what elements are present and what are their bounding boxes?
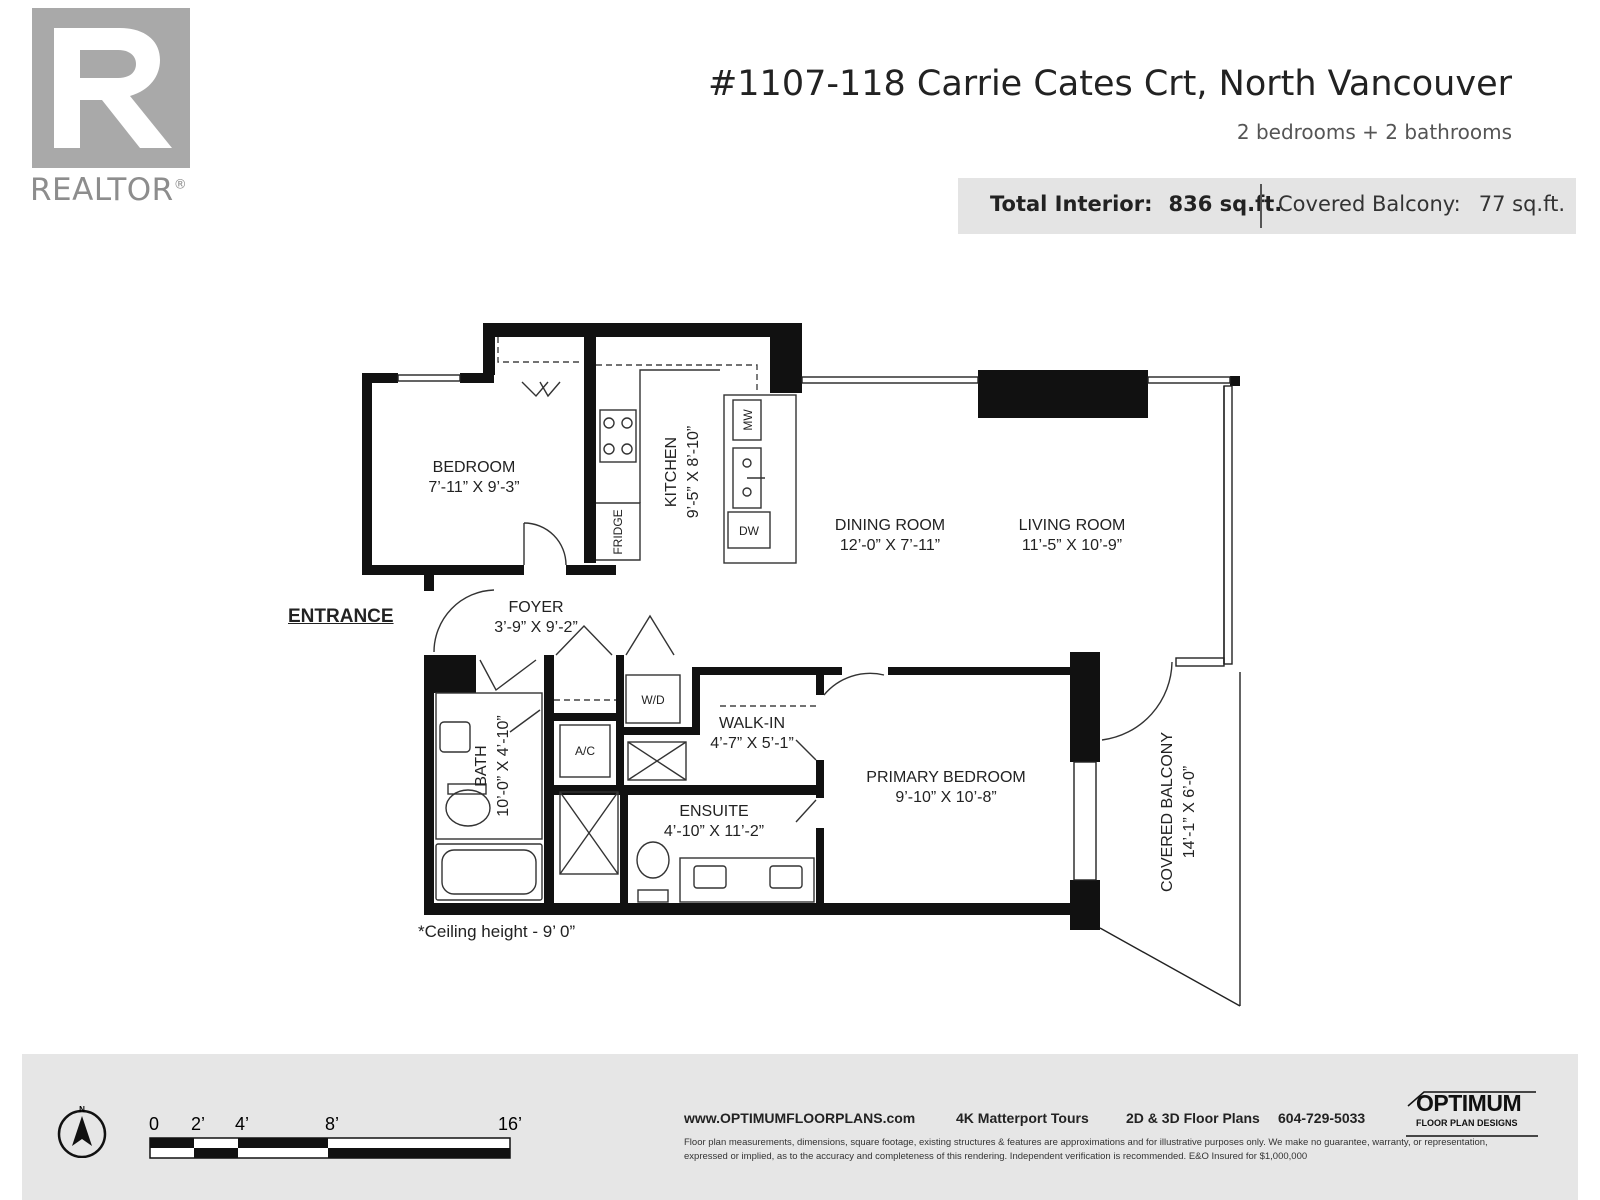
kitchen-name: KITCHEN [663,437,680,507]
area-divider [1260,184,1262,228]
walkin-name: WALK-IN [719,715,785,732]
website-link[interactable]: www.OPTIMUMFLOORPLANS.com [684,1110,916,1126]
service-floor-plans: 2D & 3D Floor Plans [1126,1110,1260,1126]
ensuite-dims: 4’-10” X 11’-2” [664,823,764,840]
scale-tick-2: 2’ [191,1114,205,1134]
bath-name: BATH [473,745,490,786]
balcony-area-value: 77 sq.ft. [1478,192,1566,216]
living-dims: 11’-5” X 10’-9” [1022,537,1122,554]
disclaimer-text: Floor plan measurements, dimensions, squ… [684,1137,1488,1162]
optimum-logo-icon [1406,1091,1538,1137]
covered-balcony-area: Covered Balcony: 77 sq.ft. [1278,192,1565,216]
entrance-label: ENTRANCE [288,606,394,627]
kitchen-dims: 9’-5” X 8’-10” [685,426,702,518]
doors [433,381,1173,823]
realtor-wordmark: REALTOR® [30,172,188,208]
footer-band: N 0 2’ 4’ 8’ 16’ www.OPTIMUMFLOORPLANS.c… [22,1054,1578,1200]
room-labels: BEDROOM 7’-11” X 9’-3” KITCHEN 9’-5” X 8… [428,426,1198,892]
optimum-logo-word: OPTIMUM [1416,1090,1522,1116]
fixture-labels: MW DW FRIDGE W/D A/C [575,409,760,758]
foyer-dims: 3’-9” X 9’-2” [494,619,578,636]
washer-dryer-label: W/D [641,693,665,707]
north-label: N [79,1106,85,1114]
primary-bedroom-name: PRIMARY BEDROOM [866,769,1025,786]
floor-plan: BEDROOM 7’-11” X 9’-3” KITCHEN 9’-5” X 8… [362,323,1241,1007]
dishwasher-label: DW [739,524,760,538]
listing-subtitle: 2 bedrooms + 2 bathrooms [1236,120,1512,144]
bedroom-dims: 7’-11” X 9’-3” [428,479,519,496]
north-arrow-icon: N [57,1106,107,1158]
scale-tick-16: 16’ [498,1114,522,1134]
scale-tick-8: 8’ [325,1114,339,1134]
total-interior: Total Interior: 836 sq.ft. [990,192,1282,216]
phone-number: 604-729-5033 [1278,1110,1366,1126]
balcony-dims: 14’-1” X 6’-0” [1181,766,1198,858]
fridge-label: FRIDGE [611,509,625,554]
scale-bar: 0 2’ 4’ 8’ 16’ [149,1114,522,1159]
scale-tick-4: 4’ [235,1114,249,1134]
service-matterport: 4K Matterport Tours [956,1110,1089,1126]
walkin-dims: 4’-7” X 5’-1” [710,735,794,752]
primary-bedroom-dims: 9’-10” X 10’-8” [895,789,996,806]
optimum-logo-sub: FLOOR PLAN DESIGNS [1416,1118,1518,1128]
dining-name: DINING ROOM [835,517,945,534]
windows [397,374,1241,1007]
area-summary-bar: Total Interior: 836 sq.ft. Covered Balcon… [958,178,1576,234]
balcony-name: COVERED BALCONY [1159,732,1176,892]
bedroom-name: BEDROOM [433,459,516,476]
closet-dashes [497,337,816,707]
ensuite-name: ENSUITE [679,803,748,820]
bath-dims: 10’-0” X 4’-10” [495,715,512,816]
ceiling-height-note: *Ceiling height - 9’ 0” [418,922,576,941]
dining-dims: 12’-0” X 7’-11” [840,537,940,554]
living-name: LIVING ROOM [1019,517,1126,534]
listing-title: #1107-118 Carrie Cates Crt, North Vancou… [707,64,1512,104]
microwave-label: MW [741,409,755,431]
ac-label: A/C [575,744,595,758]
kitchen-counters [596,369,797,564]
balcony-area-label: Covered Balcony: [1278,192,1461,216]
walls [362,323,1240,930]
total-interior-value: 836 sq.ft. [1168,192,1283,216]
total-interior-label: Total Interior: [990,192,1153,216]
realtor-logo [32,8,190,168]
foyer-name: FOYER [508,599,563,616]
bath-fixtures [435,674,815,903]
scale-tick-0: 0 [149,1114,159,1134]
